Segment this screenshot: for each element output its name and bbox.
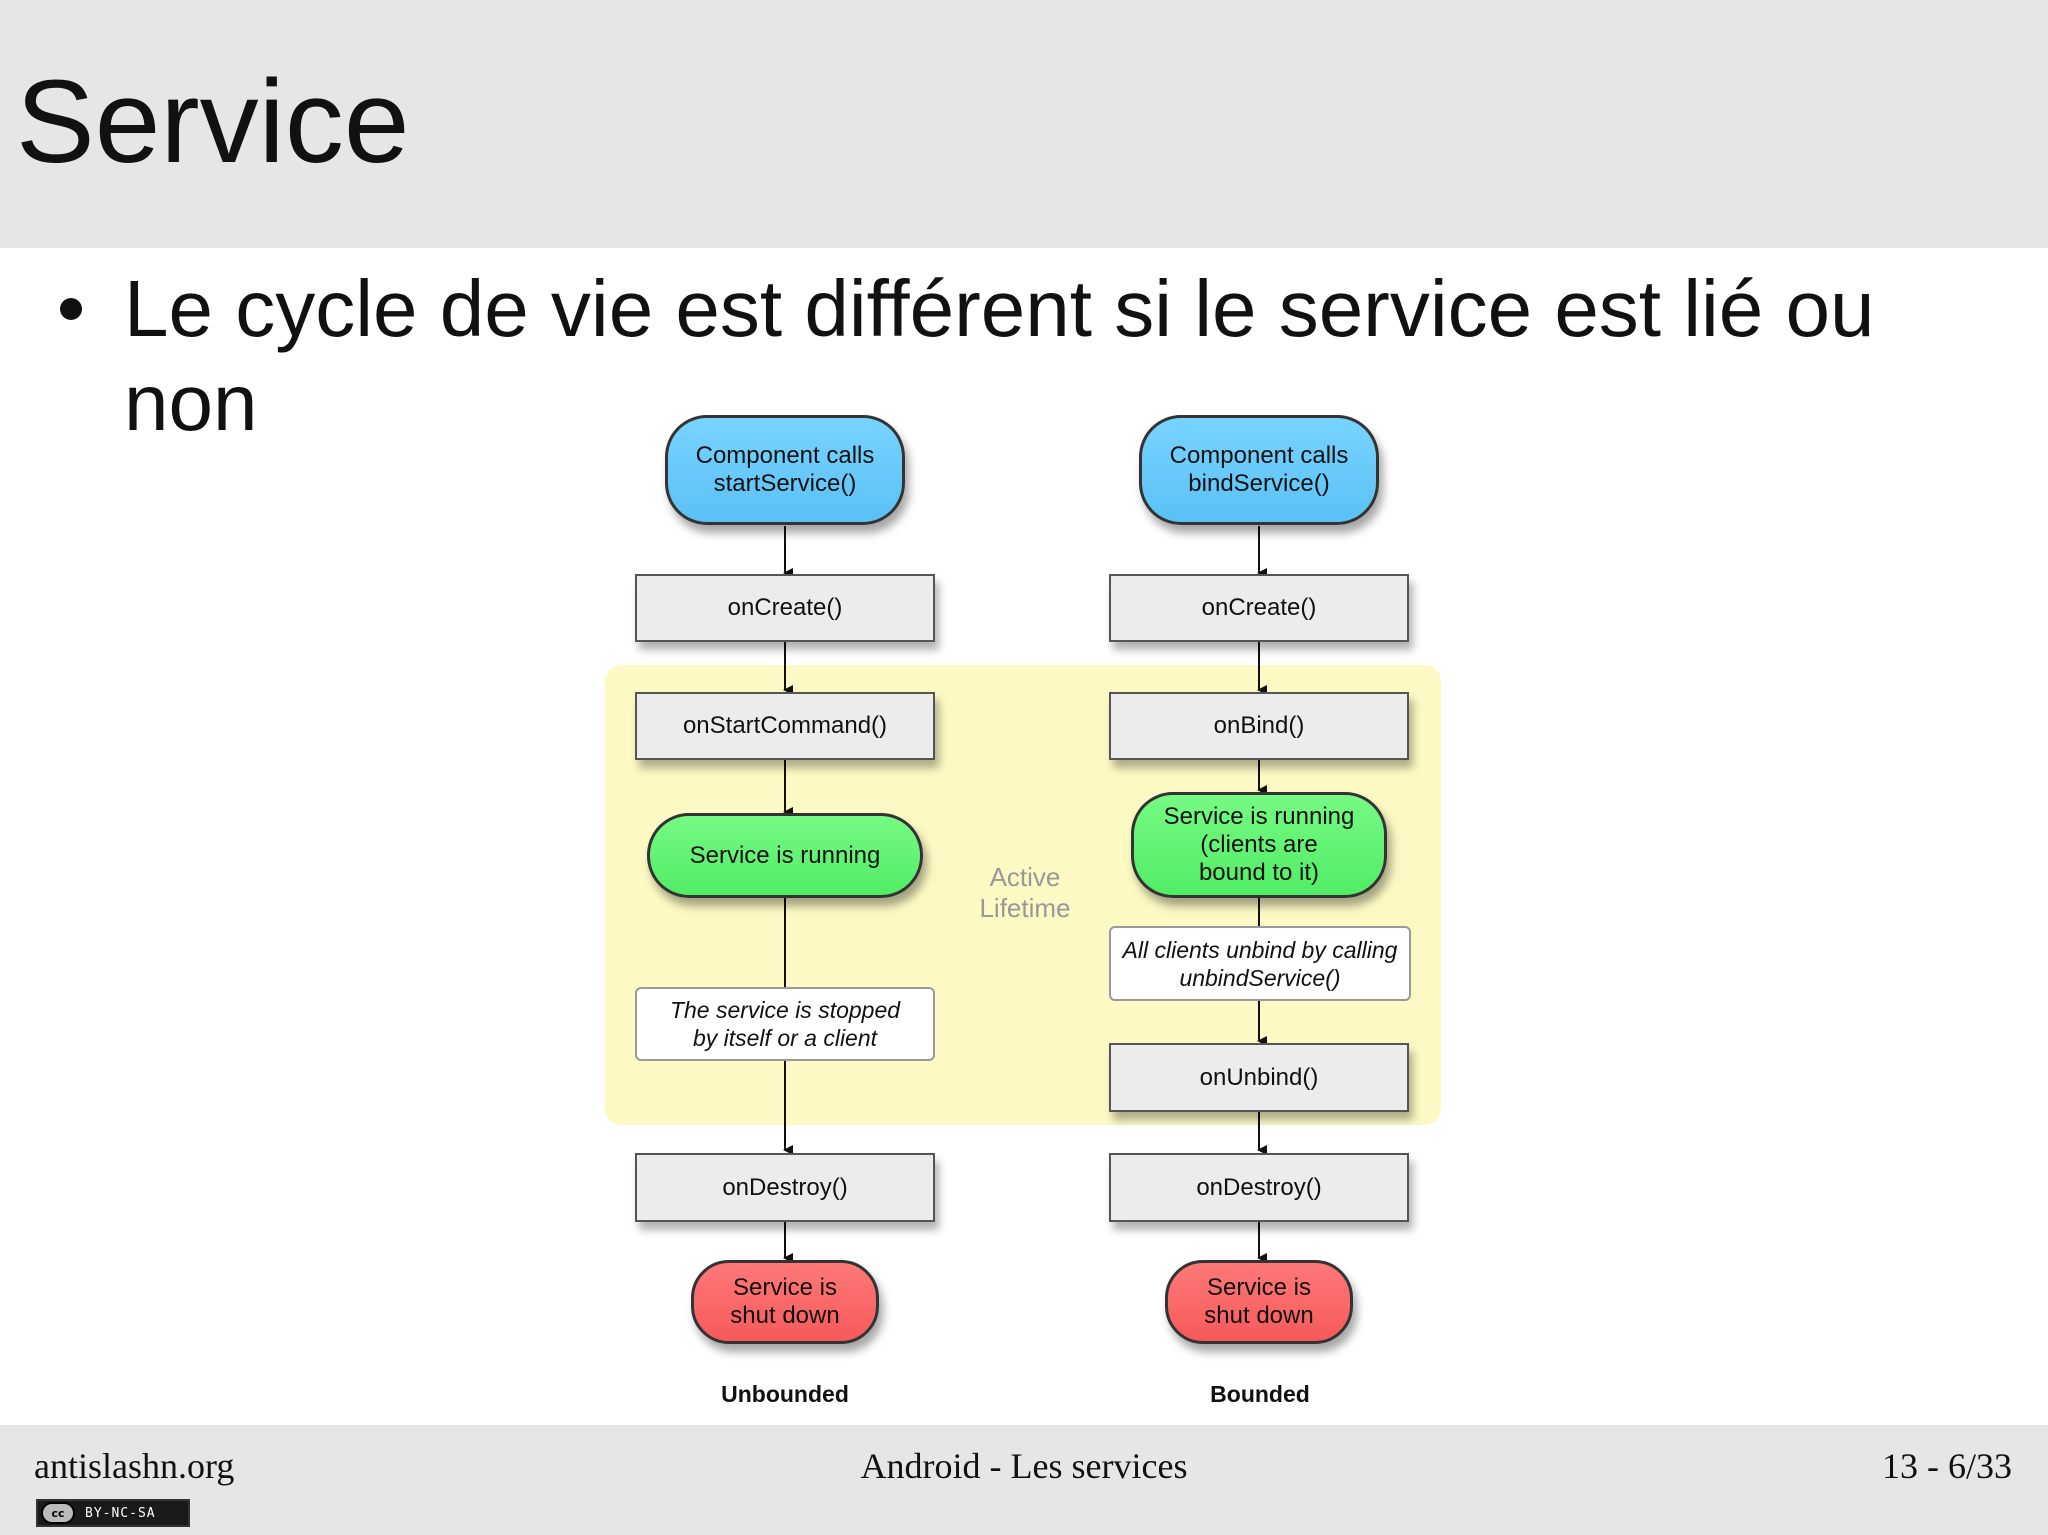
slide-header: Service (0, 0, 2048, 248)
active-lifetime-label: Active Lifetime (979, 862, 1071, 923)
footer-site: antislashn.org (34, 1446, 235, 1486)
unbounded-start-node: Component calls startService() (665, 415, 905, 525)
bullet-item: Le cycle de vie est différent si le serv… (56, 262, 1986, 450)
service-stopped-note: The service is stopped by itself or a cl… (635, 987, 935, 1061)
onunbind-node: onUnbind() (1109, 1043, 1409, 1112)
unbounded-running-node: Service is running (647, 813, 923, 898)
unbind-note: All clients unbind by calling unbindServ… (1109, 926, 1411, 1001)
unbounded-shutdown-node: Service is shut down (691, 1260, 879, 1344)
cc-license-badge: cc BY-NC-SA (36, 1499, 190, 1527)
bounded-ondestroy-node: onDestroy() (1109, 1153, 1409, 1222)
bounded-running-node: Service is running (clients are bound to… (1131, 792, 1387, 898)
footer-title: Android - Les services (860, 1446, 1188, 1486)
slide-footer: antislashn.org Android - Les services 13… (0, 1425, 2048, 1535)
bounded-shutdown-node: Service is shut down (1165, 1260, 1353, 1344)
unbounded-ondestroy-node: onDestroy() (635, 1153, 935, 1222)
bullet-dot-icon (60, 298, 82, 320)
bullet-text: Le cycle de vie est différent si le serv… (124, 264, 1875, 447)
onstartcommand-node: onStartCommand() (635, 692, 935, 760)
unbounded-label: Unbounded (721, 1381, 849, 1407)
bounded-oncreate-node: onCreate() (1109, 574, 1409, 642)
license-label: BY-NC-SA (85, 1505, 156, 1521)
slide-title: Service (16, 56, 410, 188)
bounded-start-node: Component calls bindService() (1139, 415, 1379, 525)
onbind-node: onBind() (1109, 692, 1409, 760)
bounded-label: Bounded (1210, 1381, 1310, 1407)
unbounded-oncreate-node: onCreate() (635, 574, 935, 642)
creative-commons-icon: cc (41, 1502, 75, 1524)
footer-page-number: 13 - 6/33 (1882, 1446, 2012, 1486)
